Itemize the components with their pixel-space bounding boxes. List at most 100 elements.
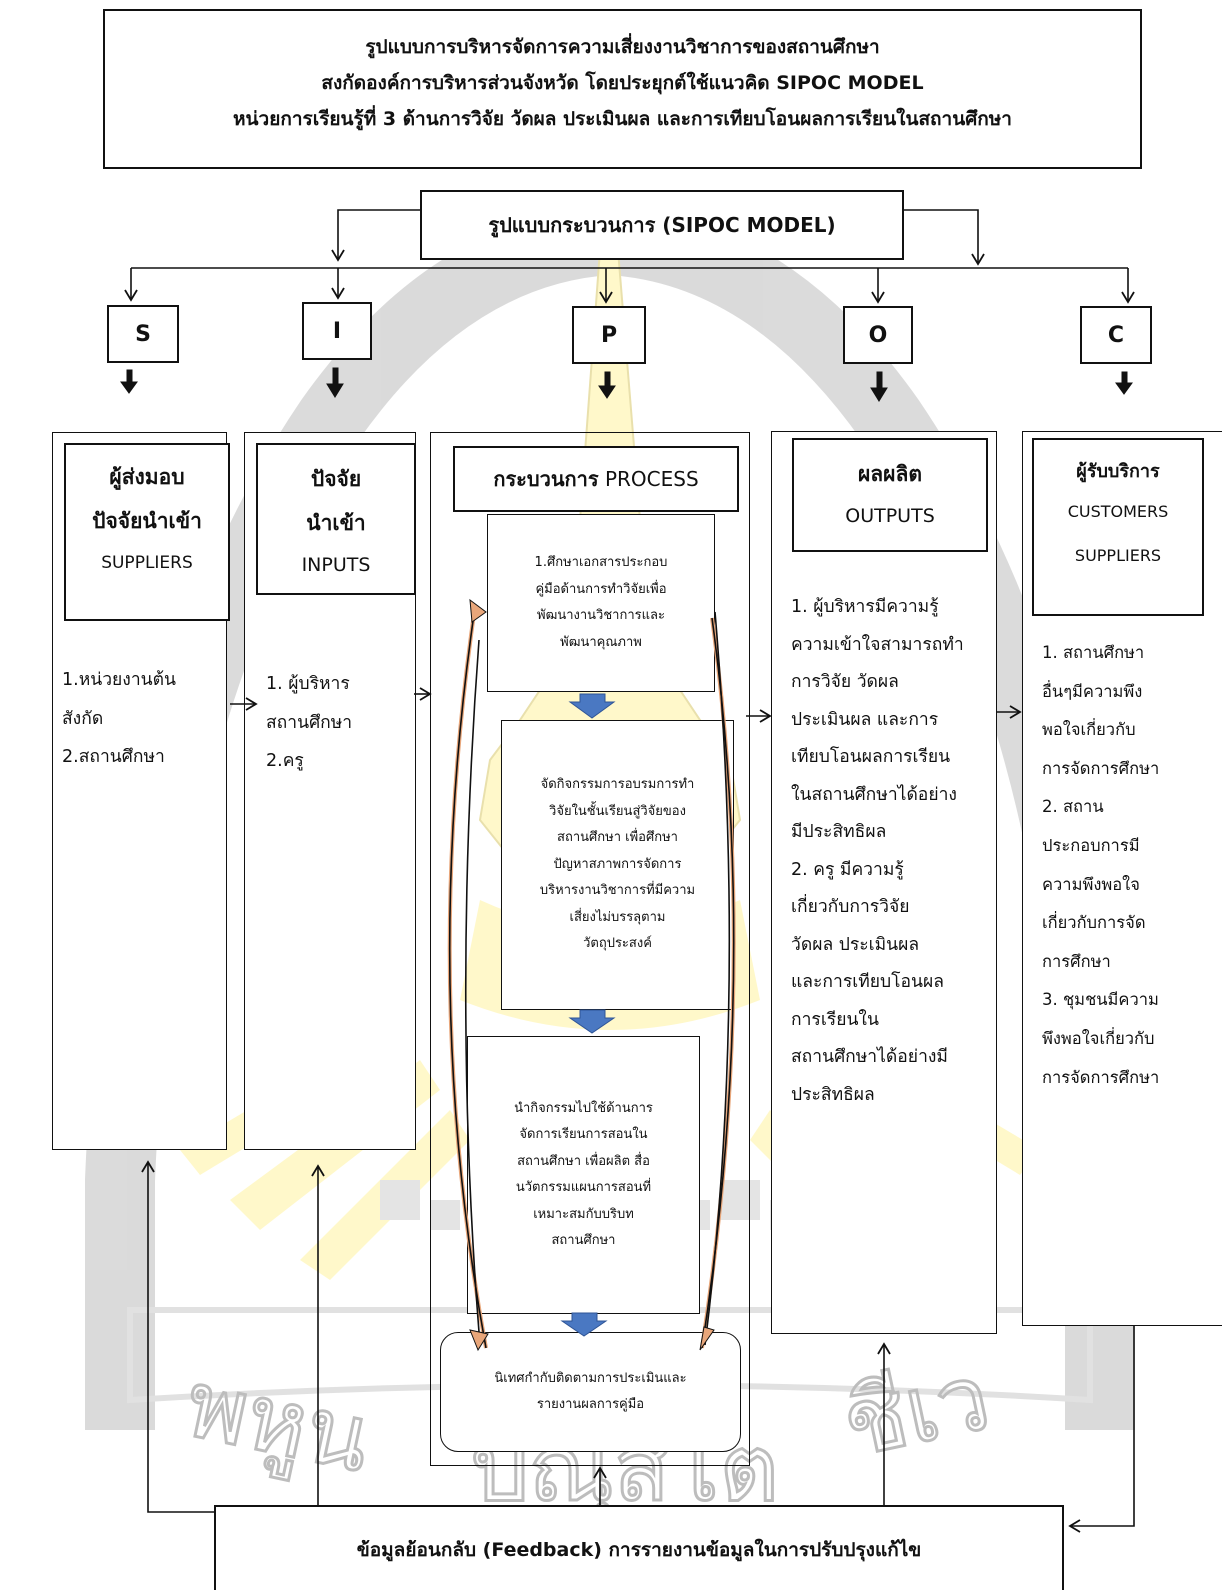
process-heading-en: PROCESS — [605, 467, 699, 491]
step-3-line: เหมาะสมกับบริบท — [514, 1202, 653, 1229]
step-3-line: สถานศึกษา — [514, 1228, 653, 1255]
step-2-line: ปัญหาสภาพการจัดการ — [540, 852, 695, 879]
inputs-item: สถานศึกษา — [266, 704, 414, 743]
feedback-box: ข้อมูลย้อนกลับ (Feedback) การรายงานข้อมู… — [214, 1505, 1064, 1590]
inputs-heading-th-1: ปัจจัย — [258, 457, 414, 501]
process-step-3: นำกิจกรรมไปใช้ด้านการ จัดการเรียนการสอนใ… — [467, 1036, 700, 1314]
inputs-item: 2.ครู — [266, 742, 414, 781]
outputs-item: วัดผล ประเมินผล — [791, 927, 995, 965]
letter-c: C — [1108, 323, 1124, 348]
feedback-to-s — [148, 1162, 214, 1512]
inputs-heading-en: INPUTS — [258, 545, 414, 585]
step-2-line: จัดกิจกรรมการอบรมการทำ — [540, 772, 695, 799]
step-3-line: จัดการเรียนการสอนใน — [514, 1122, 653, 1149]
customers-items: 1. สถานศึกษา อื่นๆมีความพึง พอใจเกี่ยวกั… — [1042, 634, 1220, 1097]
outputs-item: เทียบโอนผลการเรียน — [791, 739, 995, 777]
customers-item: พอใจเกี่ยวกับ — [1042, 711, 1220, 750]
title-box: รูปแบบการบริหารจัดการความเสี่ยงงานวิชากา… — [103, 9, 1142, 169]
customers-item: พึงพอใจเกี่ยวกับ — [1042, 1020, 1220, 1059]
outputs-item: 2. ครู มีความรู้ — [791, 852, 995, 890]
outputs-item: ในสถานศึกษาได้อย่าง — [791, 777, 995, 815]
outputs-item: ประเมินผล และการ — [791, 702, 995, 740]
outputs-heading-th: ผลผลิต — [794, 452, 986, 496]
letter-box-p: P — [572, 306, 646, 364]
customers-item: 3. ชุมชนมีความ — [1042, 981, 1220, 1020]
inputs-item: 1. ผู้บริหาร — [266, 665, 414, 704]
feedback-from-c — [1070, 1326, 1134, 1526]
letter-box-i: I — [302, 302, 372, 360]
outputs-item: ความเข้าใจสามารถทำ — [791, 627, 995, 665]
outputs-items: 1. ผู้บริหารมีความรู้ ความเข้าใจสามารถทำ… — [791, 589, 995, 1114]
title-line-3: หน่วยการเรียนรู้ที่ 3 ด้านการวิจัย วัดผล… — [105, 101, 1140, 137]
process-step-1: 1.ศึกษาเอกสารประกอบ คู่มือด้านการทำวิจัย… — [487, 514, 715, 692]
step-2-line: วิจัยในชั้นเรียนสู่วิจัยของ — [540, 799, 695, 826]
title-line-2: สงกัดองค์การบริหารส่วนจังหวัด โดยประยุกต… — [105, 65, 1140, 101]
model-label-box: รูปแบบกระบวนการ (SIPOC MODEL) — [420, 190, 904, 260]
outputs-item: และการเทียบโอนผล — [791, 964, 995, 1002]
letter-p: P — [601, 323, 617, 348]
inputs-heading-box: ปัจจัย นำเข้า INPUTS — [256, 443, 416, 595]
process-heading-box: กระบวนการ PROCESS — [453, 446, 739, 512]
step-2-line: สถานศึกษา เพื่อศึกษา — [540, 825, 695, 852]
outputs-heading-en: OUTPUTS — [794, 496, 986, 536]
step-1-line: 1.ศึกษาเอกสารประกอบ — [535, 550, 668, 577]
feedback-label: ข้อมูลย้อนกลับ (Feedback) การรายงานข้อมู… — [357, 1539, 922, 1561]
connector-model-right — [904, 210, 978, 264]
letter-box-s: S — [107, 305, 179, 363]
suppliers-heading-th-2: ปัจจัยนำเข้า — [66, 499, 228, 543]
step-2-line: วัตถุประสงค์ — [540, 931, 695, 958]
suppliers-heading-th-1: ผู้ส่งมอบ — [66, 455, 228, 499]
step-3-line: นำกิจกรรมไปใช้ด้านการ — [514, 1096, 653, 1123]
letter-o: O — [869, 323, 888, 348]
letter-s: S — [135, 322, 151, 347]
suppliers-heading-box: ผู้ส่งมอบ ปัจจัยนำเข้า SUPPLIERS — [64, 443, 230, 621]
step-1-line: คู่มือด้านการทำวิจัยเพื่อ — [535, 577, 668, 604]
outputs-item: สถานศึกษาได้อย่างมี — [791, 1039, 995, 1077]
step-2-line: บริหารงานวิชาการที่มีความ — [540, 878, 695, 905]
step-1-line: พัฒนางานวิชาการและ — [535, 603, 668, 630]
suppliers-item: 1.หน่วยงานต้น — [62, 661, 222, 700]
watermark-text-left: พหูน — [177, 1350, 380, 1495]
customers-item: 1. สถานศึกษา — [1042, 634, 1220, 673]
customers-item: 2. สถาน — [1042, 788, 1220, 827]
customers-heading-th: ผู้รับบริการ — [1034, 454, 1202, 490]
customers-heading-box: ผู้รับบริการ CUSTOMERS SUPPLIERS — [1032, 438, 1204, 616]
process-step-2: จัดกิจกรรมการอบรมการทำ วิจัยในชั้นเรียนส… — [501, 720, 734, 1010]
customers-item: การจัดการศึกษา — [1042, 750, 1220, 789]
step-4-line: นิเทศกำกับติดตามการประเมินและ — [494, 1366, 686, 1393]
process-heading-th: กระบวนการ — [493, 467, 598, 491]
outputs-item: เกี่ยวกับการวิจัย — [791, 889, 995, 927]
model-label: รูปแบบกระบวนการ (SIPOC MODEL) — [488, 213, 835, 237]
customers-item: การศึกษา — [1042, 943, 1220, 982]
outputs-heading-box: ผลผลิต OUTPUTS — [792, 438, 988, 552]
customers-item: เกี่ยวกับการจัด — [1042, 904, 1220, 943]
connector-model-to-i — [338, 210, 420, 260]
step-4-line: รายงานผลการคู่มือ — [494, 1392, 686, 1419]
title-line-1: รูปแบบการบริหารจัดการความเสี่ยงงานวิชากา… — [105, 29, 1140, 65]
customers-item: ประกอบการมี — [1042, 827, 1220, 866]
inputs-heading-th-2: นำเข้า — [258, 501, 414, 545]
customers-heading-en-1: CUSTOMERS — [1034, 490, 1202, 534]
outputs-item: 1. ผู้บริหารมีความรู้ — [791, 589, 995, 627]
step-3-line: สถานศึกษา เพื่อผลิต สื่อ — [514, 1149, 653, 1176]
outputs-item: ประสิทธิผล — [791, 1077, 995, 1115]
outputs-item: การเรียนใน — [791, 1002, 995, 1040]
customers-heading-en-2: SUPPLIERS — [1034, 534, 1202, 578]
customers-item: การจัดการศึกษา — [1042, 1059, 1220, 1098]
suppliers-items: 1.หน่วยงานต้น สังกัด 2.สถานศึกษา — [62, 661, 222, 777]
step-1-line: พัฒนาคุณภาพ — [535, 630, 668, 657]
watermark-text-right: ชีเว — [834, 1343, 999, 1478]
step-2-line: เสี่ยงไม่บรรลุตาม — [540, 905, 695, 932]
letter-box-c: C — [1080, 306, 1152, 364]
outputs-item: มีประสิทธิผล — [791, 814, 995, 852]
customers-item: อื่นๆมีความพึง — [1042, 673, 1220, 712]
letter-box-o: O — [843, 306, 913, 364]
inputs-items: 1. ผู้บริหาร สถานศึกษา 2.ครู — [266, 665, 414, 781]
suppliers-item: 2.สถานศึกษา — [62, 738, 222, 777]
outputs-item: การวิจัย วัดผล — [791, 664, 995, 702]
process-step-4: นิเทศกำกับติดตามการประเมินและ รายงานผลกา… — [440, 1332, 741, 1452]
step-3-line: นวัตกรรมแผนการสอนที่ — [514, 1175, 653, 1202]
customers-item: ความพึงพอใจ — [1042, 866, 1220, 905]
letter-i: I — [333, 319, 341, 344]
suppliers-heading-en: SUPPLIERS — [66, 543, 228, 583]
